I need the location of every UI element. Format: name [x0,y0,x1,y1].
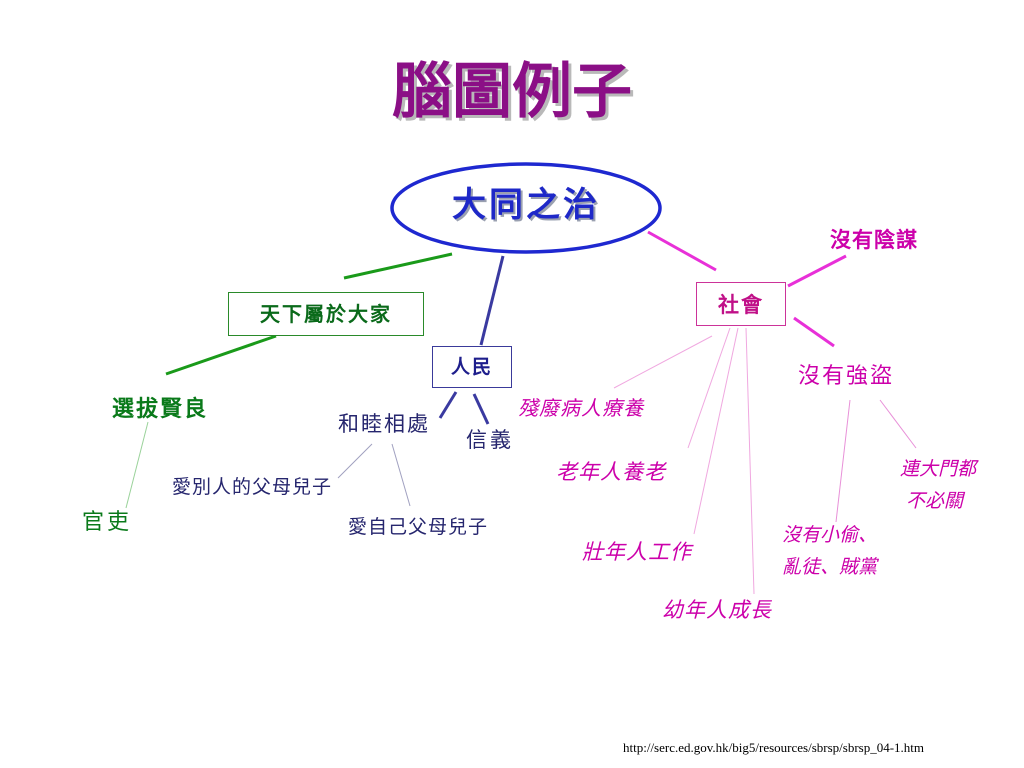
node-people: 人民 [432,346,512,388]
line-society-elderly [687,327,731,449]
node-thieves-line2: 亂徒、賊黨 [782,556,878,578]
line-society-adults [693,327,739,535]
node-adults-work: 壯年人工作 [582,540,692,564]
node-world-label: 天下屬於大家 [260,302,392,326]
node-doors-line2: 不必關 [906,490,964,512]
page-title: 腦圖例子 [392,57,632,127]
line-harmony-love-own [391,443,411,507]
node-love-own: 愛自己父母兒子 [348,516,489,538]
line-robbers-thieves [835,399,851,523]
center-node-label: 大同之治 [452,185,600,225]
line-center-people [479,255,505,346]
node-harmony: 和睦相處 [338,412,430,436]
node-love-others: 愛別人的父母兒子 [172,476,333,498]
line-harmony-love-others [337,443,373,479]
line-society-disabled [613,335,713,389]
node-trust: 信義 [466,428,514,452]
node-people-label: 人民 [450,355,493,378]
line-society-robbers [793,316,835,348]
node-elderly: 老年人養老 [556,460,666,484]
center-ellipse [390,162,662,254]
node-officials: 官吏 [82,510,133,535]
line-people-trust [472,393,490,425]
node-no-robbers: 沒有強盜 [798,364,895,389]
line-world-select [165,334,277,376]
node-no-conspiracy: 沒有陰謀 [830,227,918,252]
node-disabled-cared: 殘廢病人療養 [518,396,644,420]
line-center-society [647,230,717,272]
line-robbers-doors [879,399,917,449]
node-society-label: 社會 [718,291,764,317]
line-center-world [343,252,453,280]
source-url: http://serc.ed.gov.hk/big5/resources/sbr… [623,740,925,755]
line-society-conspiracy [787,254,847,288]
node-select-talent: 選拔賢良 [112,396,209,422]
node-doors-line1: 連大門都 [900,458,977,480]
line-select-officials [125,421,149,509]
node-world: 天下屬於大家 [228,292,424,336]
line-society-youth [745,327,755,595]
node-youth-grow: 幼年人成長 [662,598,772,622]
node-society: 社會 [696,282,786,326]
line-people-harmony [438,391,458,419]
node-thieves-line1: 沒有小偷、 [782,524,878,546]
